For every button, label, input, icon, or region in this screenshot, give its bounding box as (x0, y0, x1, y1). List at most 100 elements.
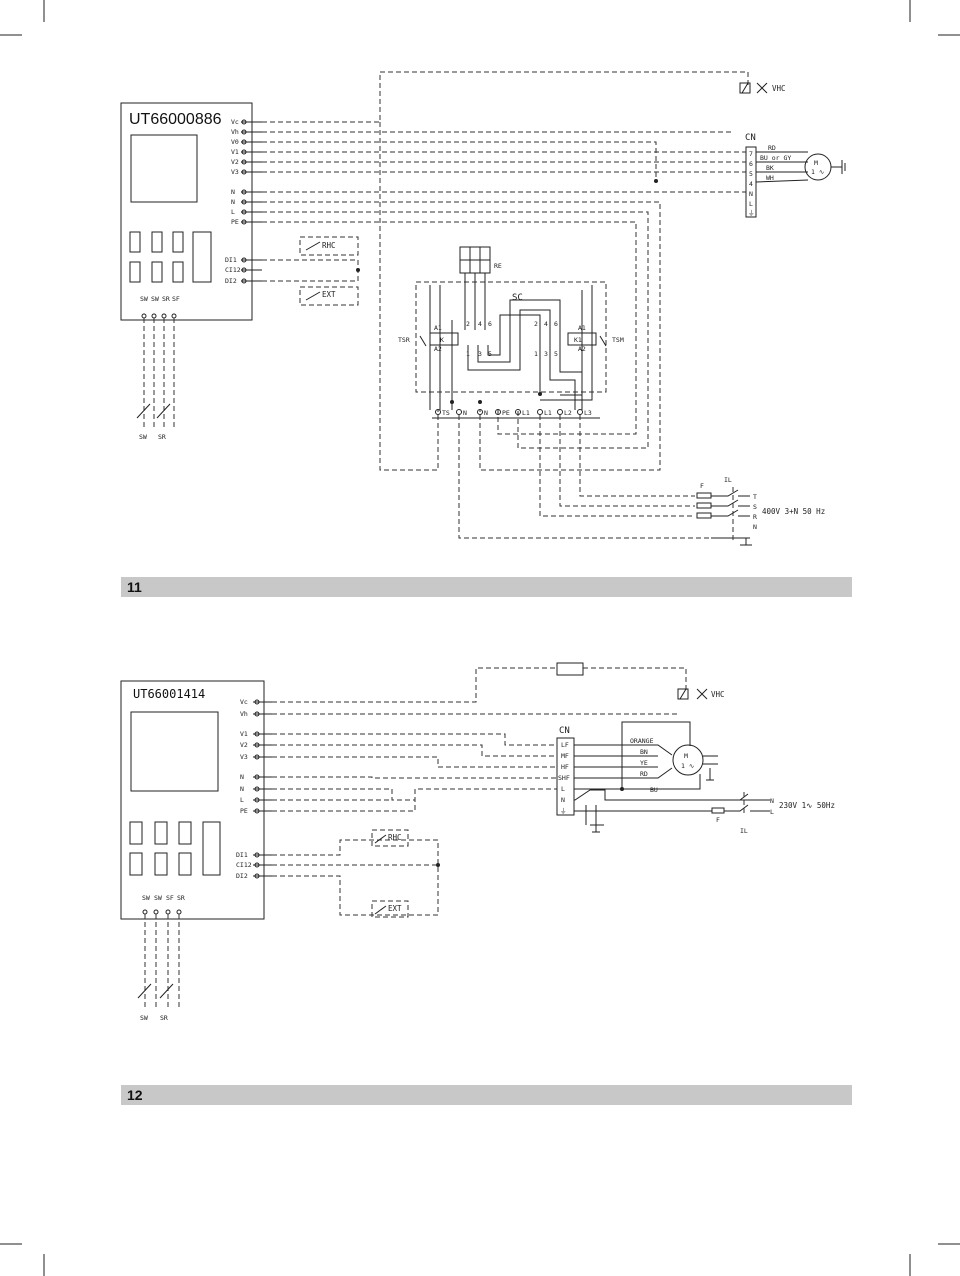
terminal-label: Vc (231, 118, 239, 126)
terminal-label: N (240, 785, 244, 793)
cn-pin: N (749, 190, 753, 198)
sc-cabinet: SC K A1 A2 K1 A1 A2 2 4 6 1 3 5 2 4 6 1 … (398, 273, 624, 410)
supply-n-label: N (770, 797, 774, 805)
contact-number: 6 (554, 320, 558, 328)
supply-voltage-label: 230V 1∿ 50Hz (779, 801, 835, 810)
cn-pin: L (561, 785, 565, 793)
cn-pin: 4 (749, 180, 753, 188)
wire-label: WH (766, 174, 774, 182)
wire-label: BU or GY (760, 154, 791, 162)
motor-label: M (814, 159, 818, 167)
cn-connector: CN 7 6 5 4 N L ⏚ RD BU or GY BK WH (745, 133, 809, 218)
sensor-terminal-label: SR (177, 894, 185, 902)
terminal-label: L (240, 796, 244, 804)
terminal-label: V3 (240, 753, 248, 761)
terminal-label: L1 (544, 409, 552, 417)
terminal-label: N (231, 188, 235, 196)
contact-number: 3 (478, 350, 482, 358)
wire-label: YE (640, 759, 648, 767)
vhc-label: VHC (711, 690, 725, 699)
rhc-switch: RHC (371, 829, 409, 847)
fuses-and-isolator: F IL T S R N 400V 3+N 50 Hz (696, 476, 825, 546)
phase-label: S (753, 503, 757, 511)
figure-number: 12 (127, 1087, 143, 1103)
isolator-label: IL (724, 476, 732, 484)
power-terminal-row: TS N N PE L1 L1 L2 L3 (429, 285, 600, 419)
fan-motor: M 1 ∿ (804, 153, 846, 181)
fuse-label: F (700, 482, 704, 490)
terminal-label: CI12 (236, 861, 252, 869)
fan-motor: M 1 ∿ (672, 744, 718, 781)
supply-voltage-label: 400V 3+N 50 Hz (762, 507, 825, 516)
sensor-wiring: SW SW SF SR SW SR (137, 894, 185, 1022)
coil-terminal: A2 (434, 345, 442, 353)
terminal-label: DI2 (236, 872, 248, 880)
re-relay: RE (459, 246, 502, 274)
sc-label: SC (512, 293, 523, 303)
wire-label: RD (768, 144, 776, 152)
sensor-terminal-label: SR (162, 295, 170, 303)
cn-pin: 6 (749, 160, 753, 168)
terminal-label: PE (502, 409, 510, 417)
controller-display (130, 711, 219, 792)
supply-l-label: L (770, 808, 774, 816)
contact-number: 4 (478, 320, 482, 328)
controller-terminal-labels: Vc Vh V0 V1 V2 V3 N N L PE DI1 CI12 DI2 (225, 118, 241, 285)
motor-label: M (684, 752, 688, 760)
tsr-label: TSR (398, 336, 410, 344)
terminal-label: DI1 (236, 851, 248, 859)
sensor-terminal-label: SW (151, 295, 159, 303)
contact-number: 5 (554, 350, 558, 358)
cn-label: CN (559, 726, 570, 736)
phase-label: R (753, 513, 757, 521)
sensor-wiring: SW SW SR SF SW SR (136, 295, 180, 441)
figure-11-diagram: UT66000886 Vc Vh V0 V1 V2 V3 N N L PE DI… (120, 71, 846, 546)
terminal-label: L1 (522, 409, 530, 417)
contactor-k-label: K (440, 336, 444, 344)
controller-buttons (129, 231, 212, 283)
wire-label: BU (650, 786, 658, 794)
sensor-terminal-label: SW (142, 894, 150, 902)
wire-label: ORANGE (630, 737, 654, 745)
figure-12-diagram: UT66001414 Vc Vh V1 V2 V3 N N L PE DI1 C… (120, 662, 835, 1022)
rhc-label: RHC (322, 241, 336, 250)
controller-buttons (129, 821, 221, 876)
coil-terminal: A1 (434, 324, 442, 332)
rhc-switch: RHC (299, 236, 359, 256)
figure-11-caption-bar: 11 (121, 577, 852, 597)
terminal-label: PE (240, 807, 248, 815)
vhc-feed-box (556, 662, 584, 676)
junction-dot (436, 863, 440, 867)
contact-number: 2 (534, 320, 538, 328)
ext-switch: EXT (371, 900, 409, 918)
junction-dot (654, 179, 658, 183)
terminal-label: DI2 (225, 277, 237, 285)
cn-pin: SHF (558, 774, 570, 782)
cn-pin: LF (561, 741, 569, 749)
junction-dot (356, 268, 360, 272)
terminal-label: V2 (240, 741, 248, 749)
figure-number: 11 (127, 579, 142, 595)
tsm-label: TSM (612, 336, 624, 344)
controller-terminal-labels: Vc Vh V1 V2 V3 N N L PE DI1 CI12 DI2 (236, 698, 252, 880)
ext-label: EXT (388, 904, 402, 913)
contact-number: 3 (544, 350, 548, 358)
terminal-label: N (240, 773, 244, 781)
sensor-terminal-label: SF (166, 894, 174, 902)
controller-terminal-stubs (253, 699, 272, 879)
sensor-sr-label: SR (160, 1014, 168, 1022)
phase-label: T (753, 493, 757, 501)
terminal-label: V3 (231, 168, 239, 176)
terminal-label: CI12 (225, 266, 241, 274)
contact-number: 1 (534, 350, 538, 358)
terminal-label: PE (231, 218, 239, 226)
terminal-label: Vh (231, 128, 239, 136)
ext-switch: EXT (299, 286, 359, 306)
terminal-label: TS (442, 409, 450, 417)
figure-12-caption-bar: 12 (121, 1085, 852, 1105)
controller-display (130, 134, 198, 203)
sensor-sr-label: SR (158, 433, 166, 441)
vhc-label: VHC (772, 84, 786, 93)
vhc-valve: VHC (677, 688, 725, 700)
